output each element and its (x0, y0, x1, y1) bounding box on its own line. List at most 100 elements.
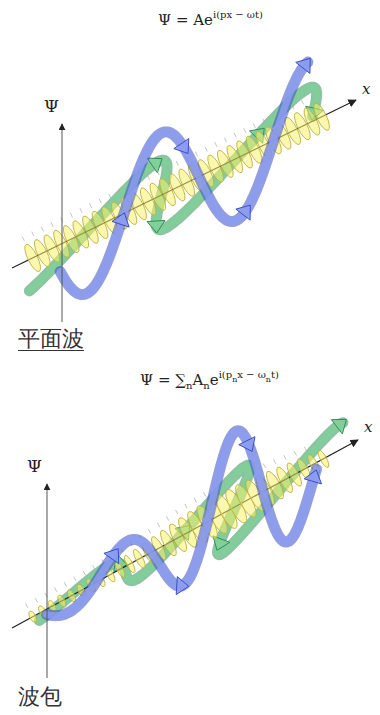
wave-ribbon (60, 62, 308, 294)
wave-ribbon (60, 62, 308, 294)
x-axis (12, 440, 358, 628)
tube-tick (292, 105, 294, 109)
tube-tick (176, 510, 178, 514)
tube-tick (314, 442, 316, 446)
wave-ribbon (29, 87, 316, 291)
tube-tick (253, 123, 255, 127)
wave-arrowhead (147, 220, 165, 233)
tube-tick (90, 203, 92, 207)
tube-tick (74, 577, 76, 581)
tube-tick (22, 236, 24, 240)
tube-tick (205, 147, 207, 151)
tube-tick (301, 100, 303, 104)
formula-text: t) (271, 369, 279, 380)
probability-tube (311, 101, 333, 132)
probability-tube (27, 610, 38, 624)
tube-tick (70, 213, 72, 217)
plane-wave-figure (12, 58, 356, 322)
axis-label: Ψ (44, 96, 59, 116)
tube-tick (234, 133, 236, 137)
tube-tick (80, 208, 82, 212)
wave-arrowhead (104, 549, 119, 564)
tube-tick (157, 170, 159, 174)
tube-tick (215, 142, 217, 146)
tube-tick (166, 516, 168, 520)
formula-text: n (266, 375, 271, 384)
tube-tick (93, 565, 95, 569)
formula-text: Ψ = (140, 371, 175, 389)
formula-text: ∑ (175, 371, 186, 389)
tube-tick (99, 199, 101, 203)
wave-arrowhead (174, 139, 189, 154)
formula-text: e (210, 371, 219, 389)
axis-label: Ψ (27, 456, 42, 476)
formula-text: x − ω (237, 369, 266, 380)
wave-ribbon (39, 423, 343, 621)
tube-tick (51, 222, 53, 226)
wave-ribbon (47, 431, 317, 616)
tube-tick (311, 95, 313, 99)
formula-text: i(p (219, 369, 233, 380)
wave-packet-figure (12, 419, 358, 678)
tube-tick (284, 455, 286, 459)
formula-text: n (203, 380, 209, 391)
tube-tick (263, 119, 265, 123)
axis-label: x (362, 80, 370, 98)
tube-tick (148, 529, 150, 533)
tube-tick (118, 189, 120, 193)
formula-text: n (232, 375, 237, 384)
tube-tick (54, 587, 56, 591)
tube-tick (157, 523, 159, 527)
tube-tick (294, 451, 296, 455)
caption-label: 波包 (18, 682, 62, 712)
tube-tick (195, 152, 197, 156)
tube-tick (204, 492, 206, 496)
tube-tick (243, 472, 245, 476)
tube-tick (35, 598, 37, 602)
tube-tick (233, 477, 235, 481)
formula-text: n (186, 380, 192, 391)
wave-arrowhead (112, 213, 129, 227)
formula: Ψ = ∑nAnei(pnx − ωnt) (140, 364, 279, 397)
wave-arrowhead (239, 437, 255, 452)
tube-tick (32, 232, 34, 236)
tube-tick (194, 498, 196, 502)
wave-ribbon (29, 87, 316, 291)
tube-tick (244, 128, 246, 132)
psi-axis (47, 484, 48, 678)
tube-tick (26, 603, 28, 607)
probability-tube (113, 560, 127, 578)
tube-tick (185, 504, 187, 508)
formula-text: Ψ = Ae (158, 11, 213, 29)
tube-tick (176, 161, 178, 165)
wave-arrowhead (304, 470, 321, 484)
tube-tick (223, 482, 225, 486)
tube-tick (64, 582, 66, 586)
axis-label: x (364, 418, 372, 436)
wave-arrowhead (176, 577, 189, 595)
wave-arrowhead (236, 205, 250, 220)
tube-tick (273, 114, 275, 118)
wave-arrowhead (147, 158, 162, 173)
wave-ribbon (39, 423, 343, 621)
tube-tick (41, 227, 43, 231)
formula-text: i(px − ωt) (213, 9, 263, 20)
psi-axis (62, 124, 63, 322)
formula: Ψ = Aei(px − ωt) (158, 4, 263, 31)
wave-arrowhead (296, 58, 310, 73)
wave-ribbon (47, 431, 317, 616)
tube-tick (263, 464, 265, 468)
tube-tick (167, 166, 169, 170)
formula-text: A (192, 371, 203, 389)
tube-tick (274, 459, 276, 463)
tube-tick (224, 138, 226, 142)
tube-tick (147, 175, 149, 179)
x-axis (12, 100, 356, 268)
wave-arrowhead (331, 419, 346, 433)
tube-tick (304, 447, 306, 451)
tube-tick (109, 194, 111, 198)
tube-tick (83, 571, 85, 575)
caption-label: 平面波 (18, 324, 84, 354)
probability-tube (56, 594, 67, 608)
